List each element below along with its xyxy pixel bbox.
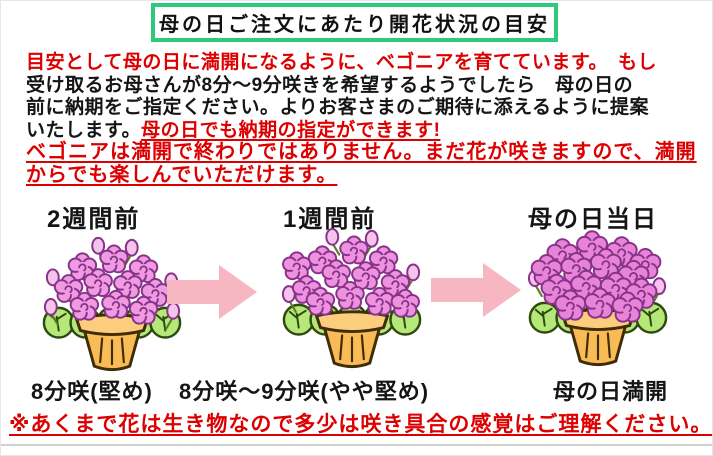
- intro-line1: 目安として母の日に満開になるように、ベゴニアを育てています。 もし: [26, 52, 657, 73]
- stage-caption-8to9bu: 8分咲～9分咲(やや堅め): [179, 379, 430, 404]
- stage-label-1week-before: 1週間前: [283, 206, 377, 233]
- intro-paragraph: 目安として母の日に満開になるように、ベゴニアを育てています。 もし 受け取るお母…: [26, 52, 657, 142]
- promise-line1: ベゴニアは満開で終わりではありません。まだ花が咲きますので、満開: [26, 141, 697, 163]
- intro-line3: 前に納期をご指定ください。よりお客さまのご期待に添えるように提案: [26, 97, 650, 118]
- bottom-divider: [1, 444, 712, 446]
- promise-paragraph: ベゴニアは満開で終わりではありません。まだ花が咲きますので、満開 からでも楽しん…: [26, 141, 697, 186]
- begonia-pot-illustration-1week: [281, 227, 422, 369]
- intro-line4-red-highlight: 母の日でも納期の指定ができます!: [141, 119, 441, 141]
- intro-line2: 受け取るお母さんが8分～9分咲きを希望するようでしたら 母の日の: [26, 74, 634, 96]
- promise-line2: からでも楽しんでいただけます。: [26, 163, 338, 186]
- intro-line4-black: いたします。: [26, 119, 142, 141]
- flow-arrow-icon-2: [431, 263, 521, 317]
- stage-caption-fullbloom: 母の日満開: [553, 379, 669, 404]
- page-title: 母の日ご注文にあたり開花状況の目安: [159, 14, 550, 36]
- flow-arrow-icon-1: [167, 265, 257, 319]
- begonia-pot-illustration-2weeks: [42, 236, 182, 372]
- stage-label-mothers-day: 母の日当日: [528, 206, 658, 233]
- footnote-disclaimer: ※あくまで花は生き物なので多少は咲き具合の感覚はご理解ください。: [9, 413, 713, 436]
- stage-label-2weeks-before: 2週間前: [47, 206, 141, 233]
- title-box: 母の日ご注文にあたり開花状況の目安: [151, 3, 558, 42]
- begonia-pot-illustration-fullbloom: [527, 230, 668, 367]
- stage-caption-8bu: 8分咲(堅め): [31, 379, 153, 404]
